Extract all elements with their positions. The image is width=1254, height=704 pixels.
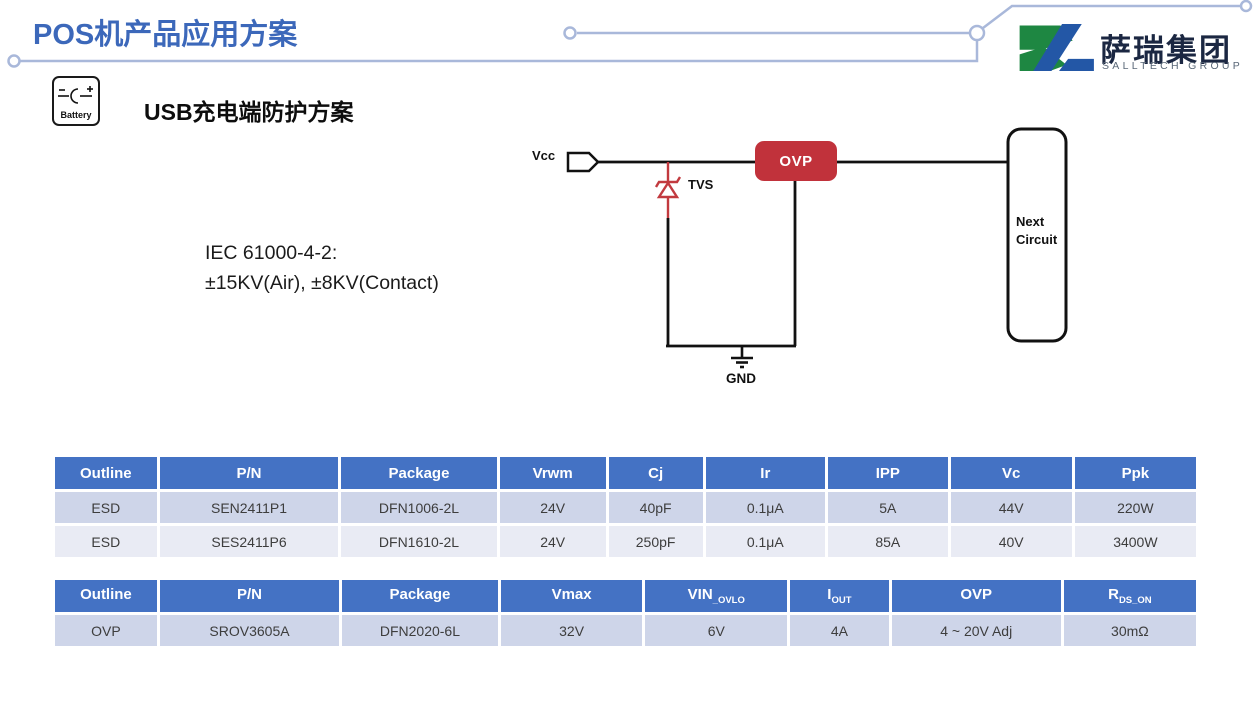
column-header: Package — [342, 580, 498, 612]
table-cell: DFN1006-2L — [341, 492, 497, 523]
column-header: VIN_OVLO — [645, 580, 788, 612]
table-cell: ESD — [55, 526, 157, 557]
table-cell: 4A — [790, 615, 889, 646]
column-header: RDS_ON — [1063, 580, 1196, 612]
gnd-label: GND — [726, 371, 756, 386]
battery-symbol-icon — [58, 86, 93, 104]
table-cell: 32V — [500, 615, 643, 646]
column-header: Ppk — [1074, 457, 1196, 489]
table-cell: 220W — [1074, 492, 1196, 523]
column-header: IOUT — [790, 580, 889, 612]
logo-group-name: SALLTECH GROUP — [1102, 60, 1244, 72]
salltech-logo-icon — [1019, 24, 1094, 71]
table-cell: 6V — [645, 615, 788, 646]
column-header: Vrwm — [499, 457, 606, 489]
table-cell: 85A — [828, 526, 948, 557]
battery-icon: Battery — [52, 76, 100, 126]
table-cell: DFN1610-2L — [341, 526, 497, 557]
iec-standard-line1: IEC 61000-4-2: — [205, 242, 338, 264]
table-cell: 0.1μA — [705, 492, 826, 523]
column-header: P/N — [159, 580, 340, 612]
table-cell: 5A — [828, 492, 948, 523]
table-cell: 44V — [950, 492, 1072, 523]
header-decor-lines — [7, 0, 1253, 68]
column-header: OVP — [891, 580, 1061, 612]
column-header: Cj — [608, 457, 703, 489]
table-cell: SES2411P6 — [159, 526, 339, 557]
table-cell: 40pF — [608, 492, 703, 523]
column-header: Outline — [55, 457, 157, 489]
vcc-label: Vcc — [532, 148, 556, 163]
tvs-label: TVS — [688, 177, 714, 192]
ovp-block — [755, 141, 837, 181]
logo-company-name: 萨瑞集团 — [1100, 33, 1232, 68]
table-cell: 4 ~ 20V Adj — [891, 615, 1061, 646]
table-row: ESD SES2411P6 DFN1610-2L 24V 250pF 0.1μA… — [55, 526, 1196, 557]
column-header: Ir — [705, 457, 826, 489]
iec-standard-line2: ±15KV(Air), ±8KV(Contact) — [205, 272, 439, 294]
tvs-diode-icon — [654, 162, 682, 218]
table-cell: OVP — [55, 615, 157, 646]
table-cell: SROV3605A — [159, 615, 340, 646]
ovp-label: OVP — [779, 152, 813, 170]
table-cell: DFN2020-6L — [342, 615, 498, 646]
ovp-header-row: Outline P/N Package Vmax VIN_OVLO IOUT O… — [55, 580, 1196, 612]
battery-icon-label: Battery — [60, 110, 92, 120]
table-cell: 40V — [950, 526, 1072, 557]
vcc-connector-icon — [566, 151, 600, 173]
table-row: ESD SEN2411P1 DFN1006-2L 24V 40pF 0.1μA … — [55, 492, 1196, 523]
table-cell: 24V — [499, 492, 606, 523]
iec-standard-note: IEC 61000-4-2: ±15KV(Air), ±8KV(Contact) — [205, 238, 439, 298]
next-circuit-label: Next Circuit — [1016, 214, 1058, 247]
column-header: P/N — [159, 457, 339, 489]
ovp-spec-table: Outline P/N Package Vmax VIN_OVLO IOUT O… — [52, 577, 1199, 649]
column-header: Outline — [55, 580, 157, 612]
ground-icon — [731, 346, 753, 369]
column-header: Vmax — [500, 580, 643, 612]
table-cell: 24V — [499, 526, 606, 557]
column-header: IPP — [828, 457, 948, 489]
column-header: Vc — [950, 457, 1072, 489]
next-circuit-block — [1006, 127, 1068, 343]
table-cell: 30mΩ — [1063, 615, 1196, 646]
esd-spec-table: Outline P/N Package Vrwm Cj Ir IPP Vc Pp… — [52, 454, 1199, 560]
table-row: OVP SROV3605A DFN2020-6L 32V 6V 4A 4 ~ 2… — [55, 615, 1196, 646]
section-subtitle: USB充电端防护方案 — [144, 99, 354, 125]
table-cell: SEN2411P1 — [159, 492, 339, 523]
column-header: Package — [341, 457, 497, 489]
page-title: POS机产品应用方案 — [33, 19, 298, 51]
circuit-diagram — [566, 127, 1068, 369]
table-cell: 0.1μA — [705, 526, 826, 557]
table-cell: 3400W — [1074, 526, 1196, 557]
table-cell: ESD — [55, 492, 157, 523]
table-cell: 250pF — [608, 526, 703, 557]
esd-header-row: Outline P/N Package Vrwm Cj Ir IPP Vc Pp… — [55, 457, 1196, 489]
